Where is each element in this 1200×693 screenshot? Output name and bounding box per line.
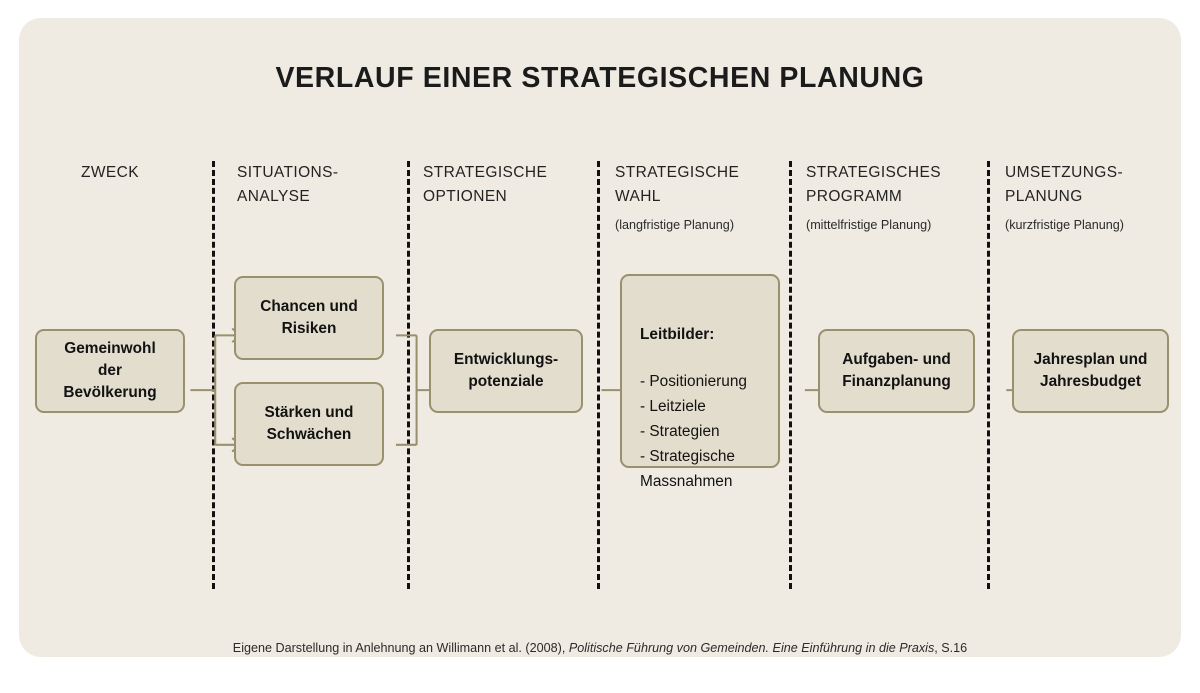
box-gemeinwohl[interactable]: Gemeinwohl der Bevölkerung (35, 329, 185, 413)
column-header-umsetzungsplanung: UMSETZUNGS- PLANUNG (kurzfristige Planun… (1005, 161, 1180, 235)
box-aufgaben-finanzplanung[interactable]: Aufgaben- und Finanzplanung (818, 329, 975, 413)
box-leitbilder[interactable]: Leitbilder: - Positionierung - Leitziele… (620, 274, 780, 490)
leitbilder-heading: Leitbilder: (640, 326, 715, 343)
source-caption: Eigene Darstellung in Anlehnung an Willi… (19, 639, 1181, 657)
box-entwicklungspotenziale[interactable]: Entwicklungs- potenziale (429, 329, 583, 413)
column-header-strategische-wahl: STRATEGISCHE WAHL (langfristige Planung) (615, 161, 790, 235)
page-title: VERLAUF EINER STRATEGISCHEN PLANUNG (275, 62, 925, 94)
box-staerken-schwaechen[interactable]: Stärken und Schwächen (234, 382, 384, 466)
column-header-situationsanalyse: SITUATIONS- ANALYSE (237, 161, 397, 215)
caption-post: , S.16 (934, 641, 968, 655)
caption-italic-title: Politische Führung von Gemeinden. Eine E… (568, 641, 935, 655)
screenshot-root: VERLAUF EINER STRATEGISCHEN PLANUNG ZWEC… (19, 18, 1181, 657)
column-title: UMSETZUNGS- PLANUNG (1005, 164, 1124, 205)
column-title: STRATEGISCHES PROGRAMM (806, 164, 941, 205)
box-chancen-risiken[interactable]: Chancen und Risiken (234, 276, 384, 360)
column-divider-4 (789, 161, 792, 589)
column-title: STRATEGISCHE WAHL (615, 164, 740, 205)
column-title: SITUATIONS- ANALYSE (237, 164, 339, 205)
column-title: ZWECK (81, 164, 139, 181)
caption-pre: Eigene Darstellung in Anlehnung an Willi… (232, 641, 569, 655)
diagram-card: VERLAUF EINER STRATEGISCHEN PLANUNG ZWEC… (19, 18, 1181, 657)
column-title: STRATEGISCHE OPTIONEN (423, 164, 548, 205)
column-header-strategisches-programm: STRATEGISCHES PROGRAMM (mittelfristige P… (806, 161, 986, 235)
box-jahresplan-jahresbudget[interactable]: Jahresplan und Jahresbudget (1012, 329, 1169, 413)
column-divider-1 (212, 161, 215, 589)
column-subtitle: (kurzfristige Planung) (1005, 218, 1124, 232)
column-header-strategische-optionen: STRATEGISCHE OPTIONEN (423, 161, 588, 215)
leitbilder-list: - Positionierung - Leitziele - Strategie… (640, 373, 747, 490)
column-divider-5 (987, 161, 990, 589)
column-divider-2 (407, 161, 410, 589)
column-subtitle: (langfristige Planung) (615, 218, 735, 232)
column-header-zweck: ZWECK (81, 161, 206, 191)
column-subtitle: (mittelfristige Planung) (806, 218, 932, 232)
column-divider-3 (597, 161, 600, 589)
